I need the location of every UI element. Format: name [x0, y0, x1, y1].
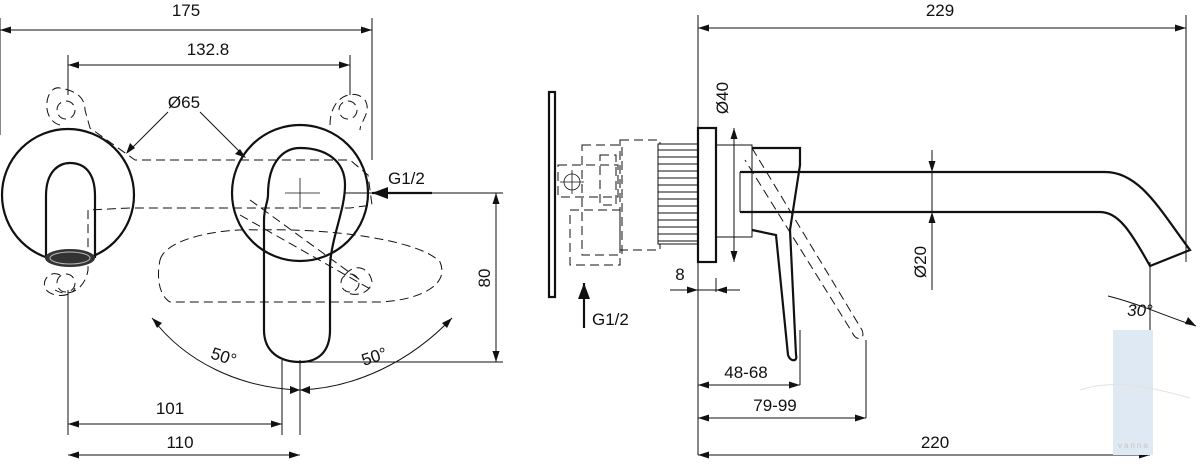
dim-text-175: 175 [172, 1, 200, 20]
dimension-wall-range-2: 79-99 [698, 396, 866, 422]
inlet-arrow-front: G1/2 [372, 169, 432, 199]
side-lever [744, 146, 864, 362]
side-view: 229 [547, 1, 1197, 459]
dim-text-101: 101 [156, 399, 184, 418]
spout [739, 170, 1192, 268]
dim-text-d40: Ø40 [713, 82, 732, 114]
dim-text-30: 30° [1127, 301, 1153, 320]
watermark-text: vanna [1118, 441, 1150, 450]
dimension-spout-diameter: Ø20 [911, 150, 936, 290]
dimension-lever-angles: 50° 50° [151, 317, 453, 395]
dim-text-132-8: 132.8 [187, 40, 230, 59]
dim-text-229: 229 [926, 1, 954, 20]
dim-text-80: 80 [475, 269, 494, 288]
dimension-overall-depth: 229 [698, 1, 1186, 32]
concealed-body [547, 90, 661, 299]
dim-text-48-68: 48-68 [724, 363, 767, 382]
front-view: 175 132.8 Ø65 [0, 1, 503, 459]
right-rosette [230, 123, 370, 364]
dim-text-50-left: 50° [209, 344, 239, 370]
dim-text-d20: Ø20 [911, 246, 930, 278]
dimension-rosette-diameter: Ø65 [126, 93, 246, 158]
dimension-offset-110: 110 [68, 433, 300, 459]
dimension-spout-angle: 30° [1107, 295, 1197, 327]
dim-text-220: 220 [921, 433, 949, 452]
dimension-spout-projection: 220 [698, 433, 1150, 459]
dim-text-79-99: 79-99 [753, 396, 796, 415]
dimension-hole-spacing: 132.8 [68, 40, 350, 69]
left-rosette [0, 127, 136, 267]
dimension-offset-101: 101 [68, 399, 282, 428]
dim-text-110: 110 [166, 433, 193, 452]
dimension-flange-diameter: Ø40 [713, 82, 738, 262]
mounting-plate-outline [43, 87, 443, 303]
threaded-sleeve [657, 143, 699, 245]
inlet-arrow-side: G1/2 [578, 283, 629, 329]
dim-text-8: 8 [675, 265, 684, 284]
dim-text-d65: Ø65 [168, 93, 200, 112]
dim-text-g12-side: G1/2 [592, 310, 629, 329]
dim-text-50-right: 50° [359, 344, 389, 370]
dimension-wall-range-1: 48-68 [698, 363, 800, 389]
watermark-logo: vanna [1079, 330, 1191, 455]
dimension-overall-width: 175 [0, 1, 372, 34]
dimension-flange-thickness: 8 [670, 265, 740, 294]
wall-flange [696, 126, 753, 264]
dim-text-g12-front: G1/2 [388, 169, 425, 188]
dimension-height: 80 [475, 193, 500, 362]
